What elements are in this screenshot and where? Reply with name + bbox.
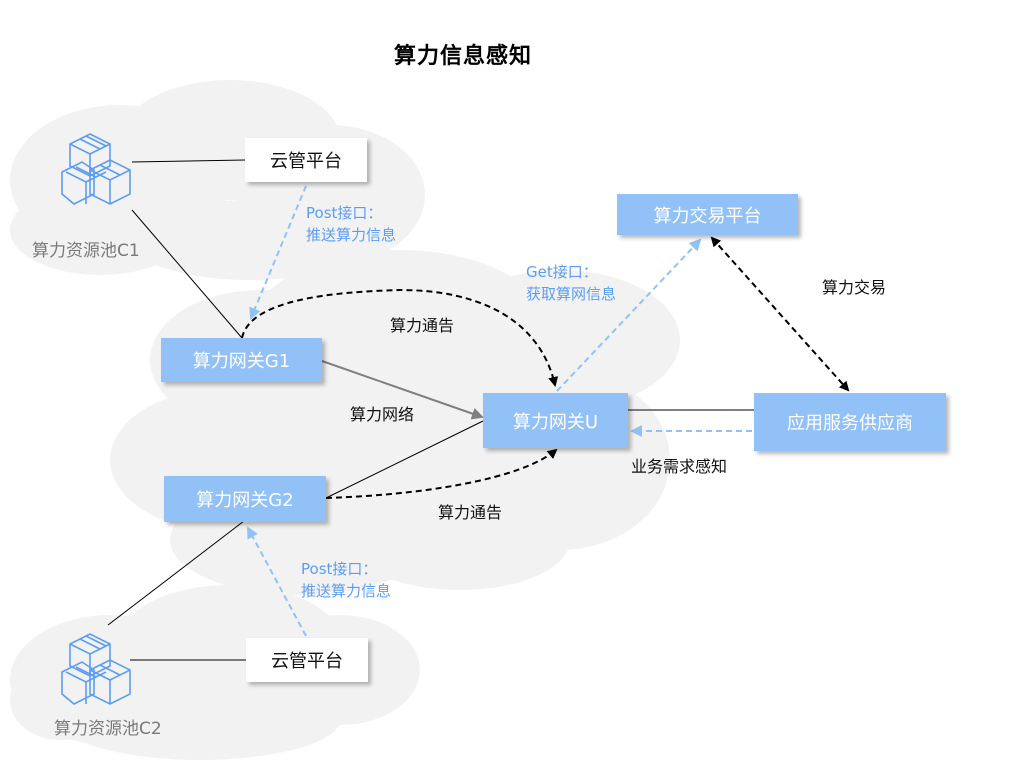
link-g2-u bbox=[325, 420, 484, 499]
post-label-1-line2: 推送算力信息 bbox=[306, 226, 397, 244]
announce-label-2: 算力通告 bbox=[438, 503, 503, 522]
get-arrow bbox=[556, 238, 702, 392]
cloud-mgmt-platform-2[interactable]: 云管平台 bbox=[246, 638, 368, 682]
link-network-g1-u bbox=[321, 360, 484, 420]
post-arrow-2 bbox=[247, 526, 307, 637]
link-c1-g1 bbox=[131, 209, 243, 339]
pool-c1-label: 算力资源池C1 bbox=[32, 241, 140, 261]
network-label: 算力网络 bbox=[350, 405, 415, 424]
post-arrow-1 bbox=[249, 185, 307, 320]
post-label-2: Post接口： 推送算力信息 bbox=[301, 558, 391, 602]
get-label-line1: Get接口： bbox=[526, 263, 598, 281]
announce-label-1: 算力通告 bbox=[390, 316, 455, 335]
cubes-icon bbox=[61, 133, 131, 205]
gateway-u[interactable]: 算力网关U bbox=[483, 393, 628, 448]
post-label-1-line1: Post接口： bbox=[306, 204, 383, 222]
announce-arrow-g1-u bbox=[241, 288, 559, 387]
trade-label: 算力交易 bbox=[822, 278, 887, 297]
get-label: Get接口： 获取算网信息 bbox=[526, 261, 616, 305]
cloud-mgmt-platform-1[interactable]: 云管平台 bbox=[245, 138, 367, 182]
demand-label: 业务需求感知 bbox=[631, 457, 728, 476]
get-label-line2: 获取算网信息 bbox=[526, 285, 617, 303]
link-c2-g2 bbox=[107, 520, 245, 626]
post-label-2-line1: Post接口： bbox=[301, 560, 378, 578]
gateway-g1[interactable]: 算力网关G1 bbox=[161, 338, 322, 382]
post-label-2-line2: 推送算力信息 bbox=[301, 582, 392, 600]
app-service-provider[interactable]: 应用服务供应商 bbox=[754, 393, 946, 451]
pool-c2-label: 算力资源池C2 bbox=[54, 719, 162, 739]
cubes-icon bbox=[61, 633, 131, 705]
page-title: 算力信息感知 bbox=[394, 44, 533, 69]
link-c1-cloudmgmt bbox=[131, 159, 246, 163]
post-label-1: Post接口： 推送算力信息 bbox=[306, 202, 396, 246]
announce-arrow-g2-u bbox=[325, 448, 558, 499]
trade-arrow bbox=[710, 236, 850, 392]
gateway-g2[interactable]: 算力网关G2 bbox=[164, 476, 326, 522]
trading-platform[interactable]: 算力交易平台 bbox=[617, 194, 798, 235]
